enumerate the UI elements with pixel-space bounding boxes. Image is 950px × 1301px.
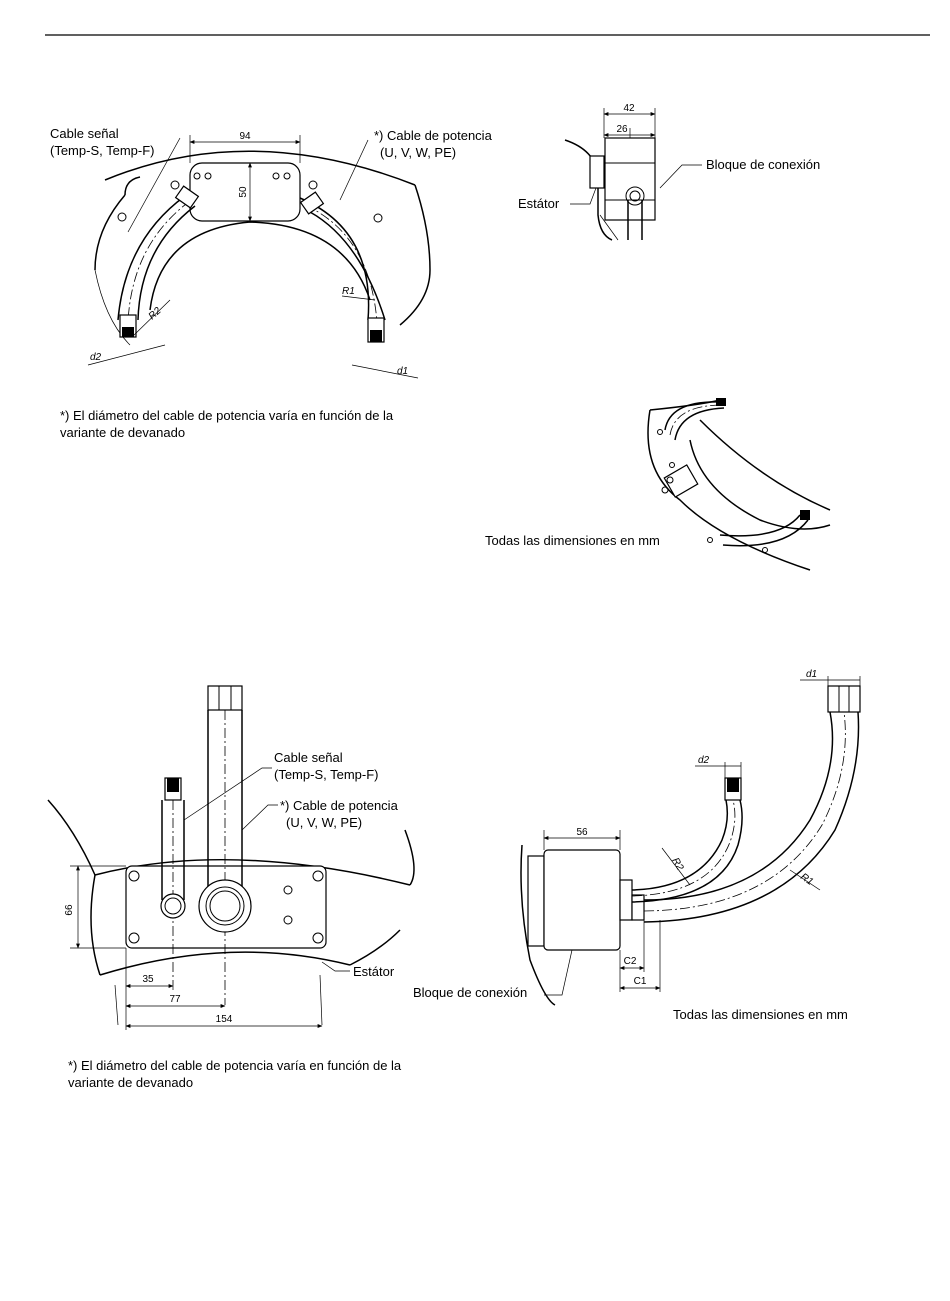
fig5-dim-c1: C1 [634, 976, 647, 987]
fig4-dim-66: 66 [64, 904, 75, 916]
fig5-all-dims-label: Todas las dimensiones en mm [673, 1007, 848, 1022]
fig2-dim-inner: 26 [616, 124, 628, 135]
fig3-all-dims-label: Todas las dimensiones en mm [485, 533, 660, 548]
fig5-dim-r2: R2 [669, 856, 685, 873]
fig4-dim-154: 154 [216, 1014, 233, 1025]
fig4-footnote-line1: *) El diámetro del cable de potencia var… [68, 1058, 402, 1073]
fig4-dim-77: 77 [169, 994, 181, 1005]
fig5-dim-d2: d2 [698, 755, 710, 766]
figure5-side-view: 56 C2 C1 d1 d2 R2 R1 Bloque de conexión … [413, 669, 861, 1022]
fig1-signal-leader [127, 137, 181, 233]
fig5-connection-block [543, 849, 621, 951]
figure3-isometric-view: Todas las dimensiones en mm [485, 398, 831, 571]
fig1-signal-cable-sub: (Temp-S, Temp-F) [50, 143, 155, 158]
fig1-power-cable-sub: (U, V, W, PE) [380, 145, 456, 160]
fig1-footnote-line2: variante de devanado [60, 425, 185, 440]
fig4-signal-cable-label: Cable señal [274, 750, 343, 765]
fig4-stator-label: Estátor [353, 964, 395, 979]
fig5-connection-block-label: Bloque de conexión [413, 985, 527, 1000]
figure1-front-view: 94 50 R2 d2 R1 d1 Cable señal (Temp-S, T… [50, 126, 493, 440]
fig1-power-leader [339, 139, 369, 201]
fig1-dim-height: 50 [238, 186, 249, 198]
fig4-power-cable-label: *) Cable de potencia [280, 798, 399, 813]
figure4-front-view: 66 35 77 154 Cable señal (Temp-S, Temp-F… [47, 685, 415, 1090]
fig1-dim-d1: d1 [397, 366, 408, 377]
fig1-dim-r1: R1 [342, 286, 355, 297]
figure2-side-view: 42 26 Bloque de conexión Estátor [518, 103, 820, 241]
fig1-stator-outer-arc [104, 150, 416, 186]
fig4-footnote-line2: variante de devanado [68, 1075, 193, 1090]
fig1-stator-inner-arc [149, 221, 371, 311]
fig5-dim-d1: d1 [806, 669, 817, 680]
fig1-footnote-line1: *) El diámetro del cable de potencia var… [60, 408, 394, 423]
fig4-power-cable-sub: (U, V, W, PE) [286, 815, 362, 830]
fig4-signal-cable-sub: (Temp-S, Temp-F) [274, 767, 379, 782]
fig2-connection-block-label: Bloque de conexión [706, 157, 820, 172]
fig4-dim-35: 35 [142, 974, 154, 985]
fig2-connection-block [604, 137, 656, 221]
fig2-stator-label: Estátor [518, 196, 560, 211]
fig5-dim-56: 56 [576, 827, 588, 838]
fig1-signal-cable-label: Cable señal [50, 126, 119, 141]
fig1-power-cable-label: *) Cable de potencia [374, 128, 493, 143]
fig1-dim-width: 94 [239, 131, 251, 142]
fig2-dim-outer: 42 [623, 103, 635, 114]
fig5-dim-c2: C2 [624, 956, 637, 967]
fig1-dim-d2: d2 [90, 352, 102, 363]
fig1-dim-r2: R2 [147, 305, 164, 322]
